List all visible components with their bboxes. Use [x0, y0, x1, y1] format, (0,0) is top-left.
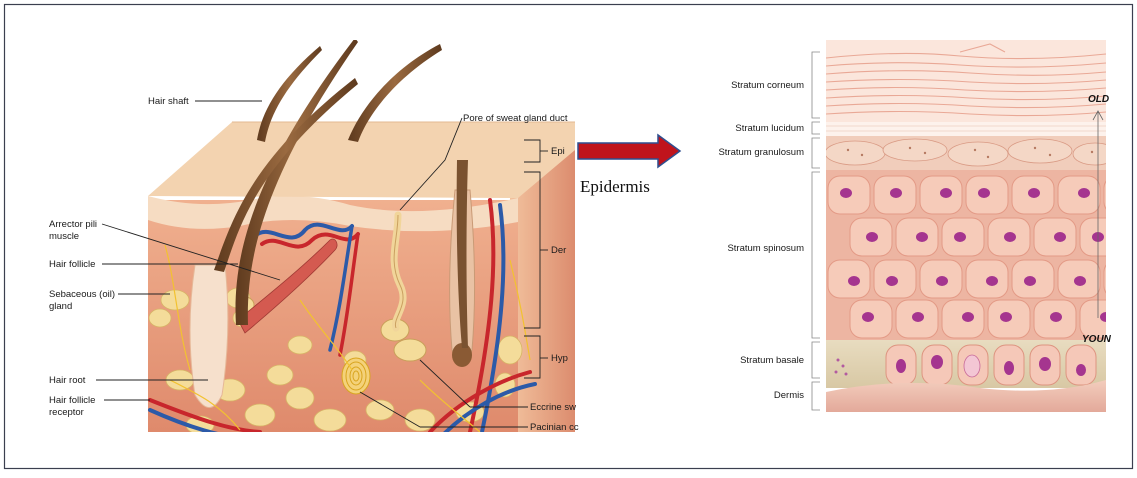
label-pacinian-corpuscle: Pacinian cc — [530, 422, 579, 433]
cell-nucleus — [1074, 276, 1086, 286]
label-young: YOUN — [1082, 334, 1112, 345]
cell-nucleus — [840, 188, 852, 198]
skin-cross-section-illustration — [148, 38, 575, 440]
spinosum-cell — [1126, 218, 1137, 256]
label-hair-shaft: Hair shaft — [148, 96, 189, 107]
label-sebaceous-gland-2: gland — [49, 301, 72, 312]
cell-nucleus — [978, 188, 990, 198]
cell-nucleus — [848, 276, 860, 286]
cell-nucleus — [886, 276, 898, 286]
label-arrector-pili: Arrector pili — [49, 219, 97, 230]
cell-nucleus — [936, 276, 948, 286]
cell-nucleus — [1116, 188, 1128, 198]
label-stratum-corneum: Stratum corneum — [731, 80, 804, 91]
layer-labels: Stratum corneum Stratum lucidum Stratum … — [718, 52, 820, 410]
cell-nucleus — [912, 312, 924, 322]
spinosum-cell — [1126, 300, 1137, 338]
epidermis-arrow — [578, 135, 680, 167]
cell-nucleus — [862, 312, 874, 322]
label-hypodermis: Hyp — [551, 353, 568, 364]
label-dermis: Der — [551, 245, 566, 256]
cell-nucleus — [1004, 232, 1016, 242]
cell-nucleus — [916, 232, 928, 242]
label-stratum-lucidum: Stratum lucidum — [735, 123, 804, 134]
label-old: OLD — [1088, 94, 1109, 105]
cell-nucleus — [940, 188, 952, 198]
cell-nucleus — [1054, 232, 1066, 242]
label-epidermis: Epi — [551, 146, 565, 157]
label-hair-follicle-receptor-2: receptor — [49, 407, 84, 418]
cell-nucleus — [986, 276, 998, 286]
label-stratum-granulosum: Stratum granulosum — [718, 147, 804, 158]
label-dermis-bottom: Dermis — [774, 390, 804, 401]
label-hair-follicle: Hair follicle — [49, 259, 95, 270]
cell-nucleus — [1000, 312, 1012, 322]
cell-nucleus — [1050, 312, 1062, 322]
label-arrector-pili-2: muscle — [49, 231, 79, 242]
label-eccrine-sweat-gland: Eccrine sw — [530, 402, 576, 413]
cell-nucleus — [1124, 276, 1136, 286]
cell-nucleus — [1028, 188, 1040, 198]
label-stratum-spinosum: Stratum spinosum — [727, 243, 804, 254]
label-pore-sweat-duct: Pore of sweat gland duct — [463, 113, 568, 124]
label-hair-root: Hair root — [49, 375, 86, 386]
cell-nucleus — [890, 188, 902, 198]
cell-nucleus — [1078, 188, 1090, 198]
label-hair-follicle-receptor: Hair follicle — [49, 395, 95, 406]
cell-nucleus — [954, 232, 966, 242]
cell-nucleus — [866, 232, 878, 242]
cell-nucleus — [962, 312, 974, 322]
cell-nucleus — [1100, 312, 1112, 322]
cell-nucleus — [1024, 276, 1036, 286]
label-stratum-basale: Stratum basale — [740, 355, 804, 366]
label-sebaceous-gland: Sebaceous (oil) — [49, 289, 115, 300]
arrow-caption: Epidermis — [580, 177, 650, 196]
